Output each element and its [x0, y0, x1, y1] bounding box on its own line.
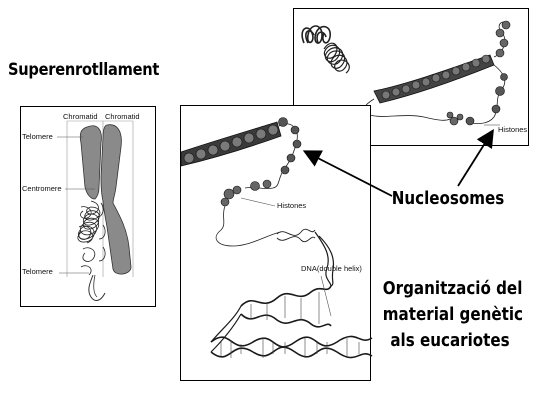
- caption-line-2: material genètic: [382, 304, 524, 325]
- caption-line-3: als eucariotes: [390, 330, 510, 351]
- chromatid-label-left: Chromatid: [63, 112, 98, 121]
- nucleosome-cluster: [220, 179, 272, 207]
- chromatid-label-right: Chromatid: [105, 112, 140, 121]
- dna-helix-illustration: [180, 117, 373, 359]
- histones-label-front: Histones: [277, 201, 307, 210]
- chromatin-fiber-illustration: [301, 20, 511, 126]
- telomere-label-bottom: Telomere: [22, 267, 53, 276]
- dna-label: DNA(double helix): [301, 264, 362, 273]
- diagram-title: Superenrotllament: [8, 60, 160, 80]
- caption: Organització del material genètic als eu…: [382, 276, 524, 354]
- double-helix: [210, 285, 373, 359]
- chromosome-panel: Chromatid Chromatid Telomere Centromere …: [20, 106, 156, 307]
- histones-label-back: Histones: [498, 125, 528, 134]
- dna-helix-panel: Histones DNA(double helix): [180, 105, 373, 381]
- dense-fiber-front: [180, 121, 282, 167]
- coiled-chromatin: [77, 200, 106, 276]
- chromosome-illustration: [57, 120, 134, 301]
- arrow-to-front-panel: [302, 150, 393, 197]
- centromere-label: Centromere: [22, 184, 62, 193]
- telomere-label-top: Telomere: [22, 132, 53, 141]
- caption-line-1: Organització del: [382, 278, 523, 299]
- arrow-to-back-panel: [457, 128, 494, 187]
- nucleosomes-label: Nucleosomes: [391, 188, 505, 209]
